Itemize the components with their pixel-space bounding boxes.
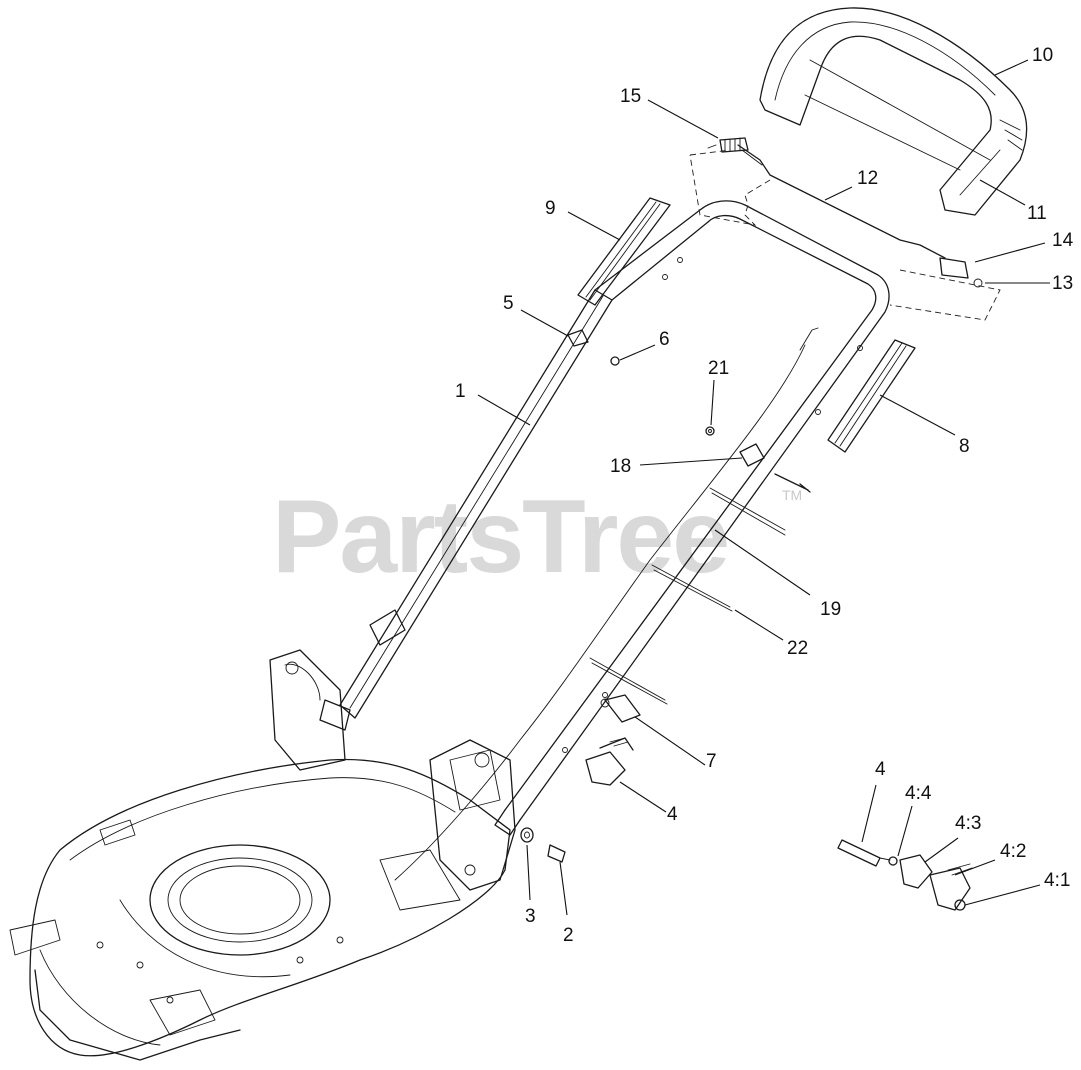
callout-11: 11: [1027, 203, 1047, 224]
callout-4-3: 4:3: [955, 813, 981, 834]
bolt-2: [547, 844, 566, 863]
callout-3: 3: [525, 906, 536, 927]
nut-6: [610, 356, 620, 366]
handle-cover-left: [577, 197, 671, 306]
callout-19: 19: [820, 599, 841, 620]
callout-8: 8: [959, 436, 970, 457]
nut-21: [705, 426, 715, 436]
callout-labels: 1 2 3 4 4 4:1 4:2 4:3 4:4 5 6 7 8 9 10 1…: [455, 45, 1074, 946]
leader-lines: [477, 59, 1050, 916]
callout-13: 13: [1052, 273, 1073, 294]
callout-12: 12: [857, 168, 878, 189]
callout-15: 15: [620, 86, 641, 107]
knob-exploded-view: [837, 839, 973, 911]
cable-tie-22: [651, 564, 733, 612]
mower-deck: [9, 649, 516, 1061]
callout-4: 4: [667, 804, 678, 825]
callout-10: 10: [1032, 45, 1053, 66]
clip-5: [567, 329, 589, 347]
callout-5: 5: [503, 293, 514, 314]
callout-7: 7: [706, 751, 717, 772]
spring-15: [707, 137, 749, 153]
callout-14: 14: [1052, 230, 1074, 251]
callout-1: 1: [455, 381, 466, 402]
callout-2: 2: [563, 925, 574, 946]
callout-22: 22: [787, 638, 808, 659]
grip-bail: [759, 7, 1028, 216]
bushing-7: [600, 694, 641, 723]
callout-21: 21: [708, 358, 729, 379]
callout-9: 9: [545, 198, 556, 219]
callout-4-1: 4:1: [1044, 870, 1070, 891]
callout-4-exploded: 4: [875, 759, 886, 780]
knob-assembly-4: [585, 737, 634, 786]
callout-6: 6: [659, 329, 670, 350]
handle-cover-right: [827, 339, 916, 453]
parts-tree-watermark: PartsTree TM: [272, 479, 802, 595]
control-cable: [394, 344, 806, 881]
callout-4-2: 4:2: [1000, 841, 1026, 862]
callout-4-4: 4:4: [905, 783, 932, 804]
cable-guide-18: [739, 443, 765, 467]
washer-3: [520, 827, 534, 843]
cable-tie-lower: [589, 657, 668, 705]
cable-tie-19: [709, 487, 786, 536]
screw-18b: [774, 473, 811, 493]
watermark-trademark: TM: [782, 487, 802, 503]
control-rod: [737, 144, 946, 259]
knob-14: [939, 257, 983, 288]
callout-18: 18: [610, 456, 631, 477]
watermark-text: PartsTree: [272, 479, 728, 595]
